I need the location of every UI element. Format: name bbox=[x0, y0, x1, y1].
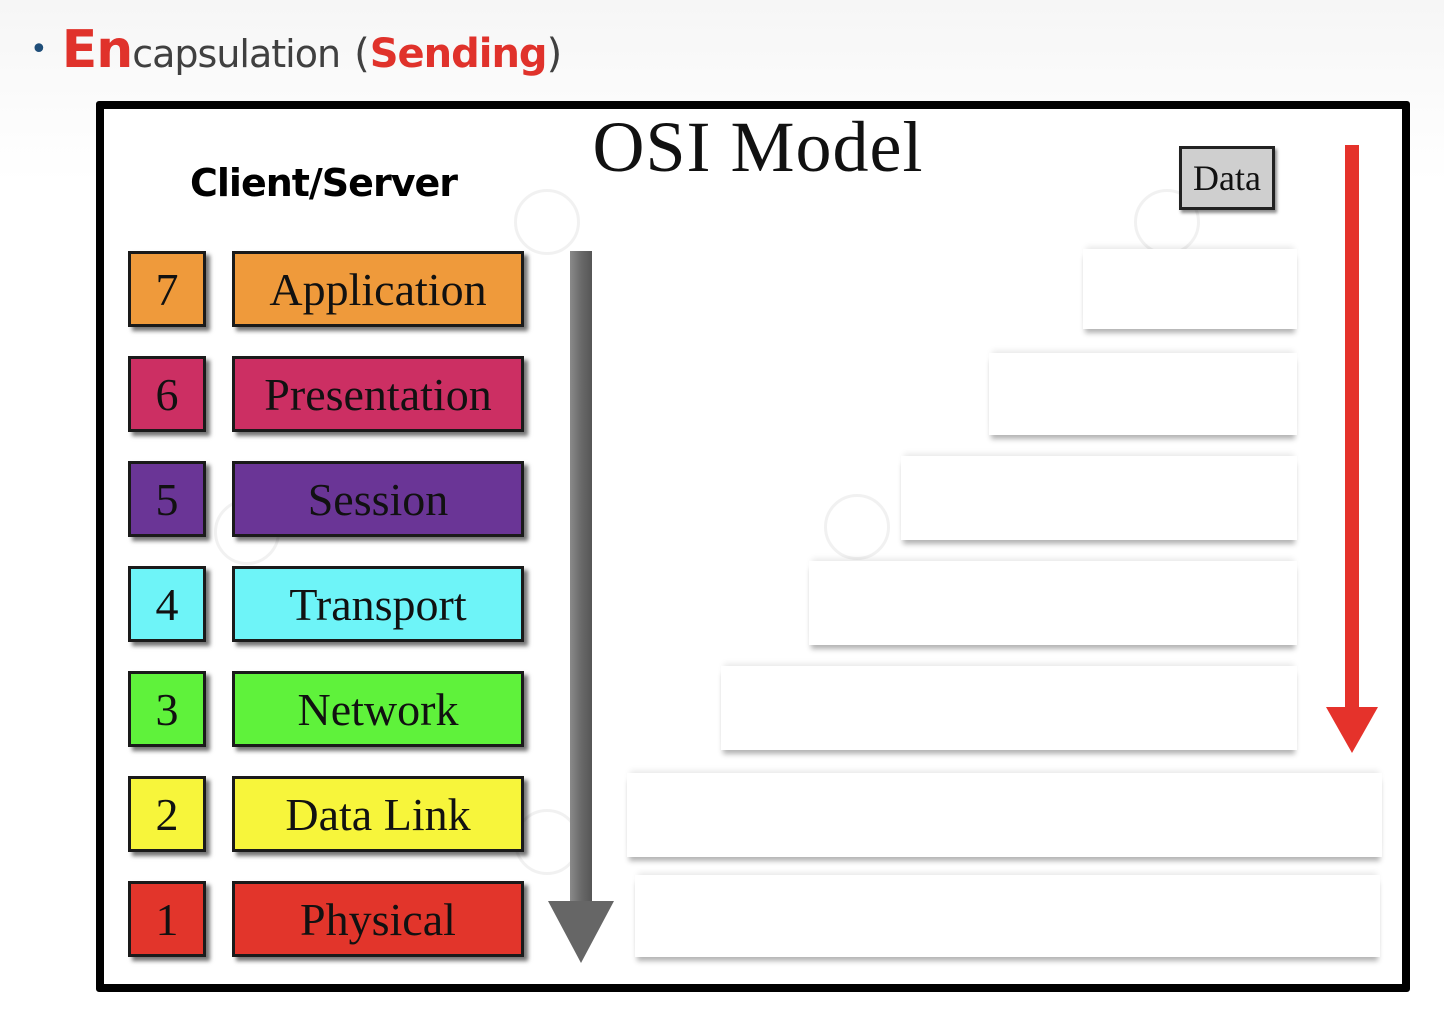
encapsulation-step-3 bbox=[721, 666, 1297, 750]
data-box: Data bbox=[1179, 146, 1275, 210]
layer-number: 3 bbox=[128, 671, 206, 747]
layer-number: 6 bbox=[128, 356, 206, 432]
red-down-arrow-icon bbox=[1326, 145, 1378, 753]
encapsulation-step-6 bbox=[989, 353, 1297, 435]
layer-name: Session bbox=[232, 461, 524, 537]
osi-diagram-frame: OSI Model Client/Server Data 7 Applicati… bbox=[96, 101, 1410, 992]
title-highlight: En bbox=[61, 20, 134, 80]
encapsulation-step-1 bbox=[635, 875, 1380, 957]
title-rest: capsulation bbox=[132, 32, 341, 76]
title-paren-open: ( bbox=[354, 31, 370, 77]
bullet-point: • bbox=[30, 32, 48, 67]
grey-down-arrow-icon bbox=[548, 251, 614, 963]
layer-number: 2 bbox=[128, 776, 206, 852]
layer-name: Network bbox=[232, 671, 524, 747]
watermark-swirl bbox=[514, 189, 580, 255]
layer-number: 5 bbox=[128, 461, 206, 537]
layer-name: Physical bbox=[232, 881, 524, 957]
encapsulation-step-7 bbox=[1083, 249, 1297, 329]
layer-number: 4 bbox=[128, 566, 206, 642]
diagram-title: OSI Model bbox=[104, 111, 1402, 183]
title-sending: Sending bbox=[369, 31, 548, 77]
title-paren-close: ) bbox=[546, 31, 563, 77]
client-server-heading: Client/Server bbox=[190, 161, 458, 205]
layer-number: 7 bbox=[128, 251, 206, 327]
diagram-title-text: OSI Model bbox=[592, 107, 924, 187]
encapsulation-step-2 bbox=[627, 773, 1382, 857]
encapsulation-step-5 bbox=[901, 456, 1297, 540]
encapsulation-step-4 bbox=[809, 561, 1297, 645]
layer-name: Presentation bbox=[232, 356, 524, 432]
layer-name: Transport bbox=[232, 566, 524, 642]
layer-name: Data Link bbox=[232, 776, 524, 852]
watermark-swirl bbox=[824, 494, 890, 560]
layer-name: Application bbox=[232, 251, 524, 327]
layer-number: 1 bbox=[128, 881, 206, 957]
slide-title: • En capsulation ( Sending ) bbox=[30, 20, 562, 90]
